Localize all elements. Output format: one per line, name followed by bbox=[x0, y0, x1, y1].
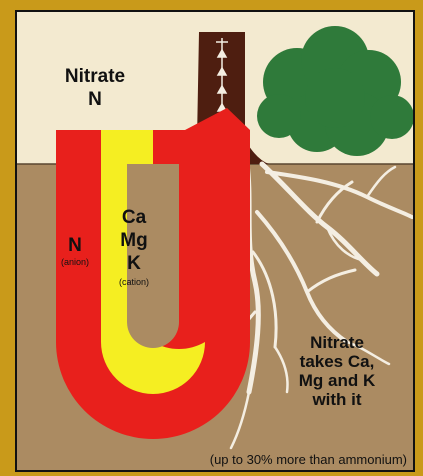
anion-note: (anion) bbox=[54, 258, 96, 267]
caption-line4: with it bbox=[273, 391, 401, 408]
caption-line3: Mg and K bbox=[273, 372, 401, 389]
cation-note: (cation) bbox=[107, 278, 161, 287]
caption-line1: Nitrate bbox=[273, 334, 401, 351]
anion-label: N (anion) bbox=[54, 236, 96, 267]
footnote: (up to 30% more than ammonium) bbox=[107, 453, 407, 466]
caption: Nitrate takes Ca, Mg and K with it bbox=[273, 334, 401, 408]
nitrate-label: Nitrate N bbox=[55, 67, 135, 109]
cation-line2: Mg bbox=[107, 231, 161, 250]
nitrate-label-line2: N bbox=[55, 90, 135, 109]
cation-line3: K bbox=[107, 254, 161, 273]
cation-label: Ca Mg K (cation) bbox=[107, 208, 161, 287]
cation-line1: Ca bbox=[107, 208, 161, 227]
nitrate-label-line1: Nitrate bbox=[55, 67, 135, 86]
caption-line2: takes Ca, bbox=[273, 353, 401, 370]
anion-symbol: N bbox=[54, 236, 96, 255]
diagram-panel: Nitrate N N (anion) Ca Mg K (cation) Nit… bbox=[15, 10, 415, 472]
